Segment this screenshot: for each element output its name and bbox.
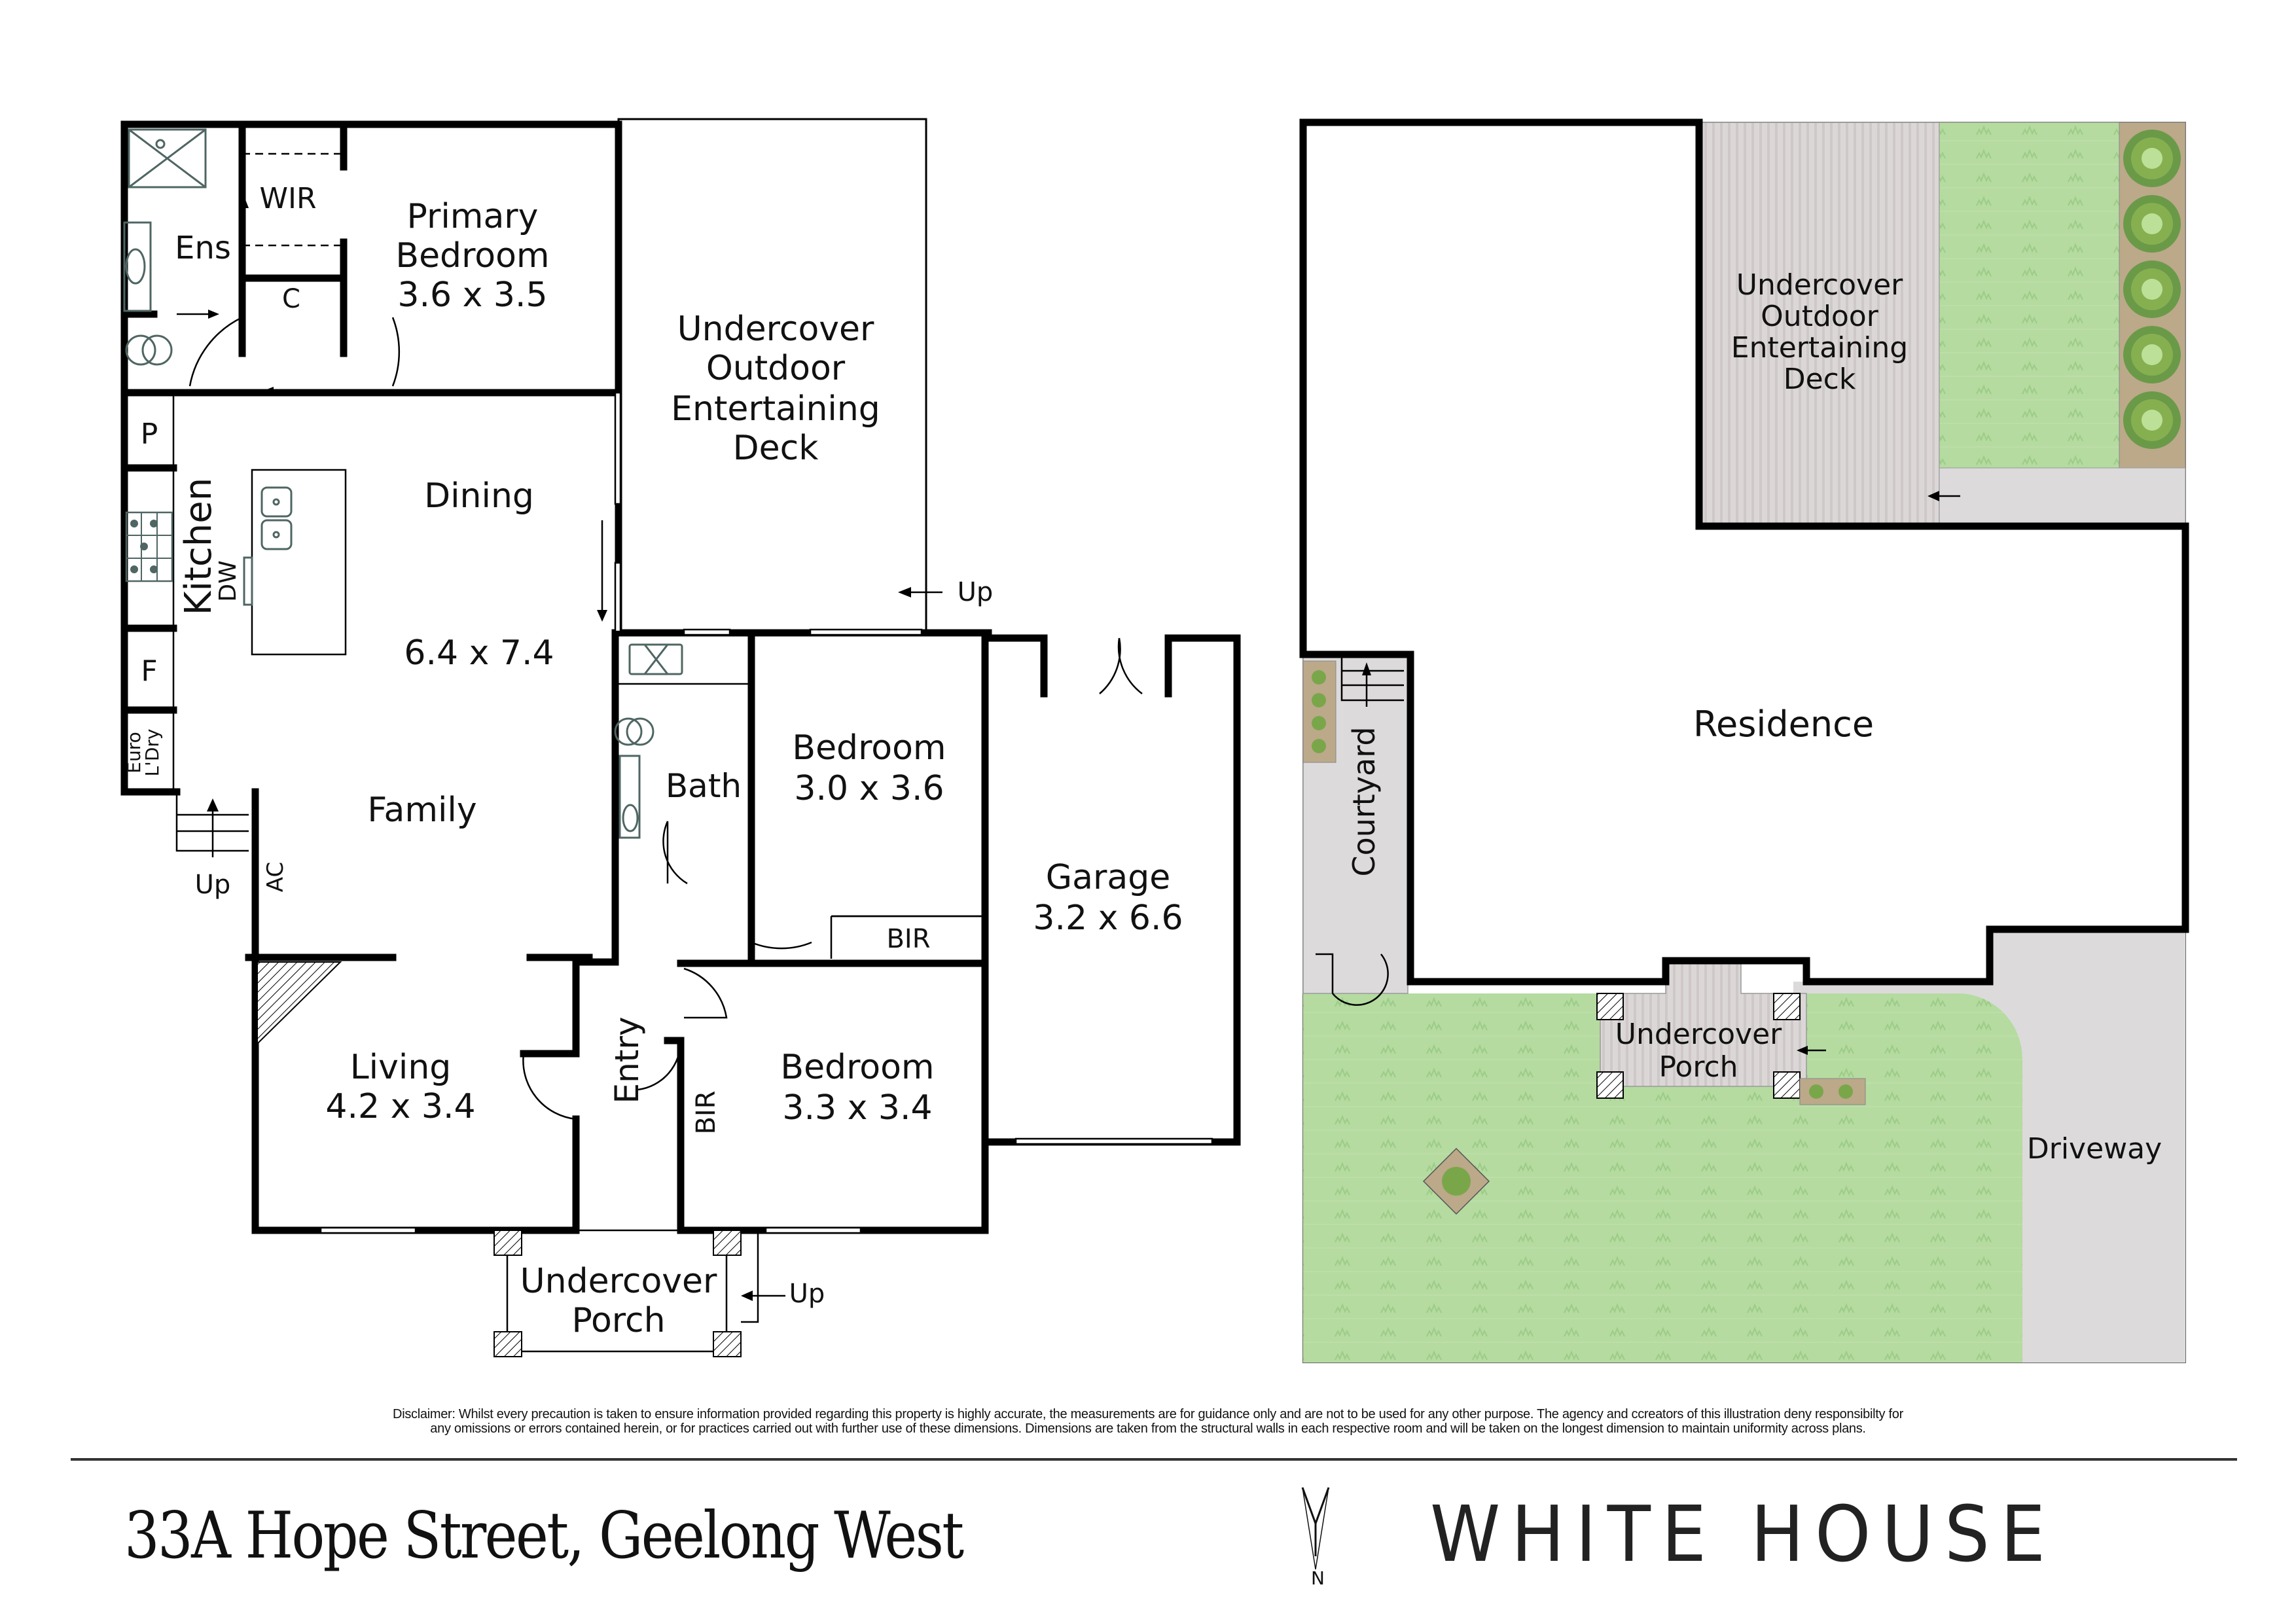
disclaimer-line-1: Disclaimer: Whilst every precaution is t… bbox=[393, 1407, 1903, 1421]
bath-vanity-icon bbox=[619, 755, 641, 839]
room-dims-bedroom-3: 3.3 x 3.4 bbox=[782, 1088, 932, 1128]
floor-plan: Primary Bedroom 3.6 x 3.5 WIR Ens C P Ki… bbox=[120, 118, 1241, 1357]
room-label-family: Family bbox=[367, 791, 476, 830]
disclaimer-line-2: any omissions or errors contained herein… bbox=[430, 1421, 1866, 1436]
floor-plan-drawing: Primary Bedroom 3.6 x 3.5 WIR Ens C P Ki… bbox=[120, 118, 2189, 1363]
room-label-deck-2: Outdoor bbox=[706, 349, 846, 388]
toilet-icon bbox=[125, 334, 173, 366]
room-label-ensuite: Ens bbox=[175, 230, 231, 266]
room-label-kitchen: Kitchen bbox=[177, 478, 220, 615]
property-address: 33A Hope Street, Geelong West bbox=[124, 1499, 964, 1573]
plant-icon bbox=[1312, 670, 1326, 753]
room-label-bedroom-3: Bedroom bbox=[780, 1048, 934, 1087]
site-label-deck-3: Entertaining bbox=[1731, 331, 1908, 365]
room-label-bir-2: BIR bbox=[886, 924, 930, 954]
room-label-bath: Bath bbox=[666, 767, 742, 805]
room-label-deck-4: Deck bbox=[733, 429, 819, 468]
north-label: N bbox=[1311, 1567, 1325, 1589]
porch-post bbox=[713, 1331, 742, 1357]
label-ac: AC bbox=[262, 862, 289, 892]
label-up-deck: Up bbox=[958, 577, 994, 607]
vanity-icon bbox=[123, 221, 152, 312]
label-euro-laundry-1: Euro bbox=[123, 732, 145, 773]
room-label-pantry: P bbox=[141, 418, 158, 451]
label-dishwasher: DW bbox=[215, 560, 242, 601]
label-up-porch: Up bbox=[789, 1279, 825, 1309]
room-label-dining: Dining bbox=[424, 476, 534, 516]
room-label-deck-3: Entertaining bbox=[671, 389, 880, 429]
site-label-deck-1: Undercover bbox=[1736, 268, 1903, 302]
disclaimer: Disclaimer: Whilst every precaution is t… bbox=[105, 1407, 2191, 1436]
label-euro-laundry-2: L'Dry bbox=[141, 729, 163, 777]
room-dims-bedroom-2: 3.0 x 3.6 bbox=[794, 769, 944, 808]
driveway bbox=[1793, 929, 2185, 1363]
site-label-porch-2: Porch bbox=[1659, 1050, 1738, 1084]
room-label-bir-3: BIR bbox=[691, 1090, 721, 1134]
site-deck bbox=[1698, 122, 1940, 527]
porch-post bbox=[493, 1230, 522, 1256]
label-fridge: F bbox=[141, 654, 157, 688]
footer-divider bbox=[71, 1458, 2237, 1461]
label-up-side: Up bbox=[195, 870, 231, 900]
room-label-deck-1: Undercover bbox=[677, 310, 874, 349]
room-label-primary-bedroom: Primary bbox=[407, 197, 539, 236]
porch-post bbox=[713, 1230, 742, 1256]
room-dims-garage: 3.2 x 6.6 bbox=[1033, 899, 1183, 938]
site-label-residence: Residence bbox=[1693, 704, 1874, 745]
room-label-entry: Entry bbox=[608, 1016, 646, 1103]
site-plan: Residence Undercover Outdoor Entertainin… bbox=[1299, 118, 2189, 1363]
room-label-wir: WIR bbox=[259, 182, 316, 215]
room-label-cupboard: C bbox=[282, 284, 300, 314]
fireplace-icon bbox=[257, 961, 342, 1046]
porch-post bbox=[493, 1331, 522, 1357]
room-label-living: Living bbox=[350, 1048, 452, 1087]
bath-toilet-icon bbox=[614, 717, 655, 746]
shower-icon bbox=[128, 128, 207, 188]
room-label-porch-2: Porch bbox=[571, 1301, 665, 1340]
room-label-bedroom-2: Bedroom bbox=[792, 728, 946, 768]
back-paving bbox=[1939, 467, 2186, 527]
cooktop-icon bbox=[125, 511, 173, 582]
room-dims-living: 4.2 x 3.4 bbox=[325, 1087, 475, 1126]
site-label-porch-1: Undercover bbox=[1615, 1018, 1782, 1051]
sink-icon bbox=[260, 486, 293, 550]
room-dims-primary-bedroom: 3.6 x 3.5 bbox=[397, 276, 547, 315]
site-label-deck-2: Outdoor bbox=[1761, 300, 1879, 333]
site-label-courtyard: Courtyard bbox=[1346, 726, 1382, 876]
kitchen-island bbox=[251, 469, 347, 656]
room-label-porch-1: Undercover bbox=[520, 1262, 717, 1301]
brand-logo: WHITE HOUSE bbox=[1430, 1489, 2056, 1579]
site-label-deck-4: Deck bbox=[1784, 363, 1856, 396]
lawn-back bbox=[1939, 122, 2120, 469]
dishwasher-icon bbox=[243, 556, 253, 606]
shrub-icons bbox=[2123, 130, 2181, 449]
room-label-garage: Garage bbox=[1046, 858, 1170, 897]
bath-shower-icon bbox=[628, 643, 683, 675]
north-arrow-icon bbox=[1301, 1487, 1330, 1570]
room-dims-family: 6.4 x 7.4 bbox=[404, 633, 554, 673]
site-label-driveway: Driveway bbox=[2027, 1132, 2162, 1166]
room-label-primary-bedroom-2: Bedroom bbox=[395, 236, 549, 276]
